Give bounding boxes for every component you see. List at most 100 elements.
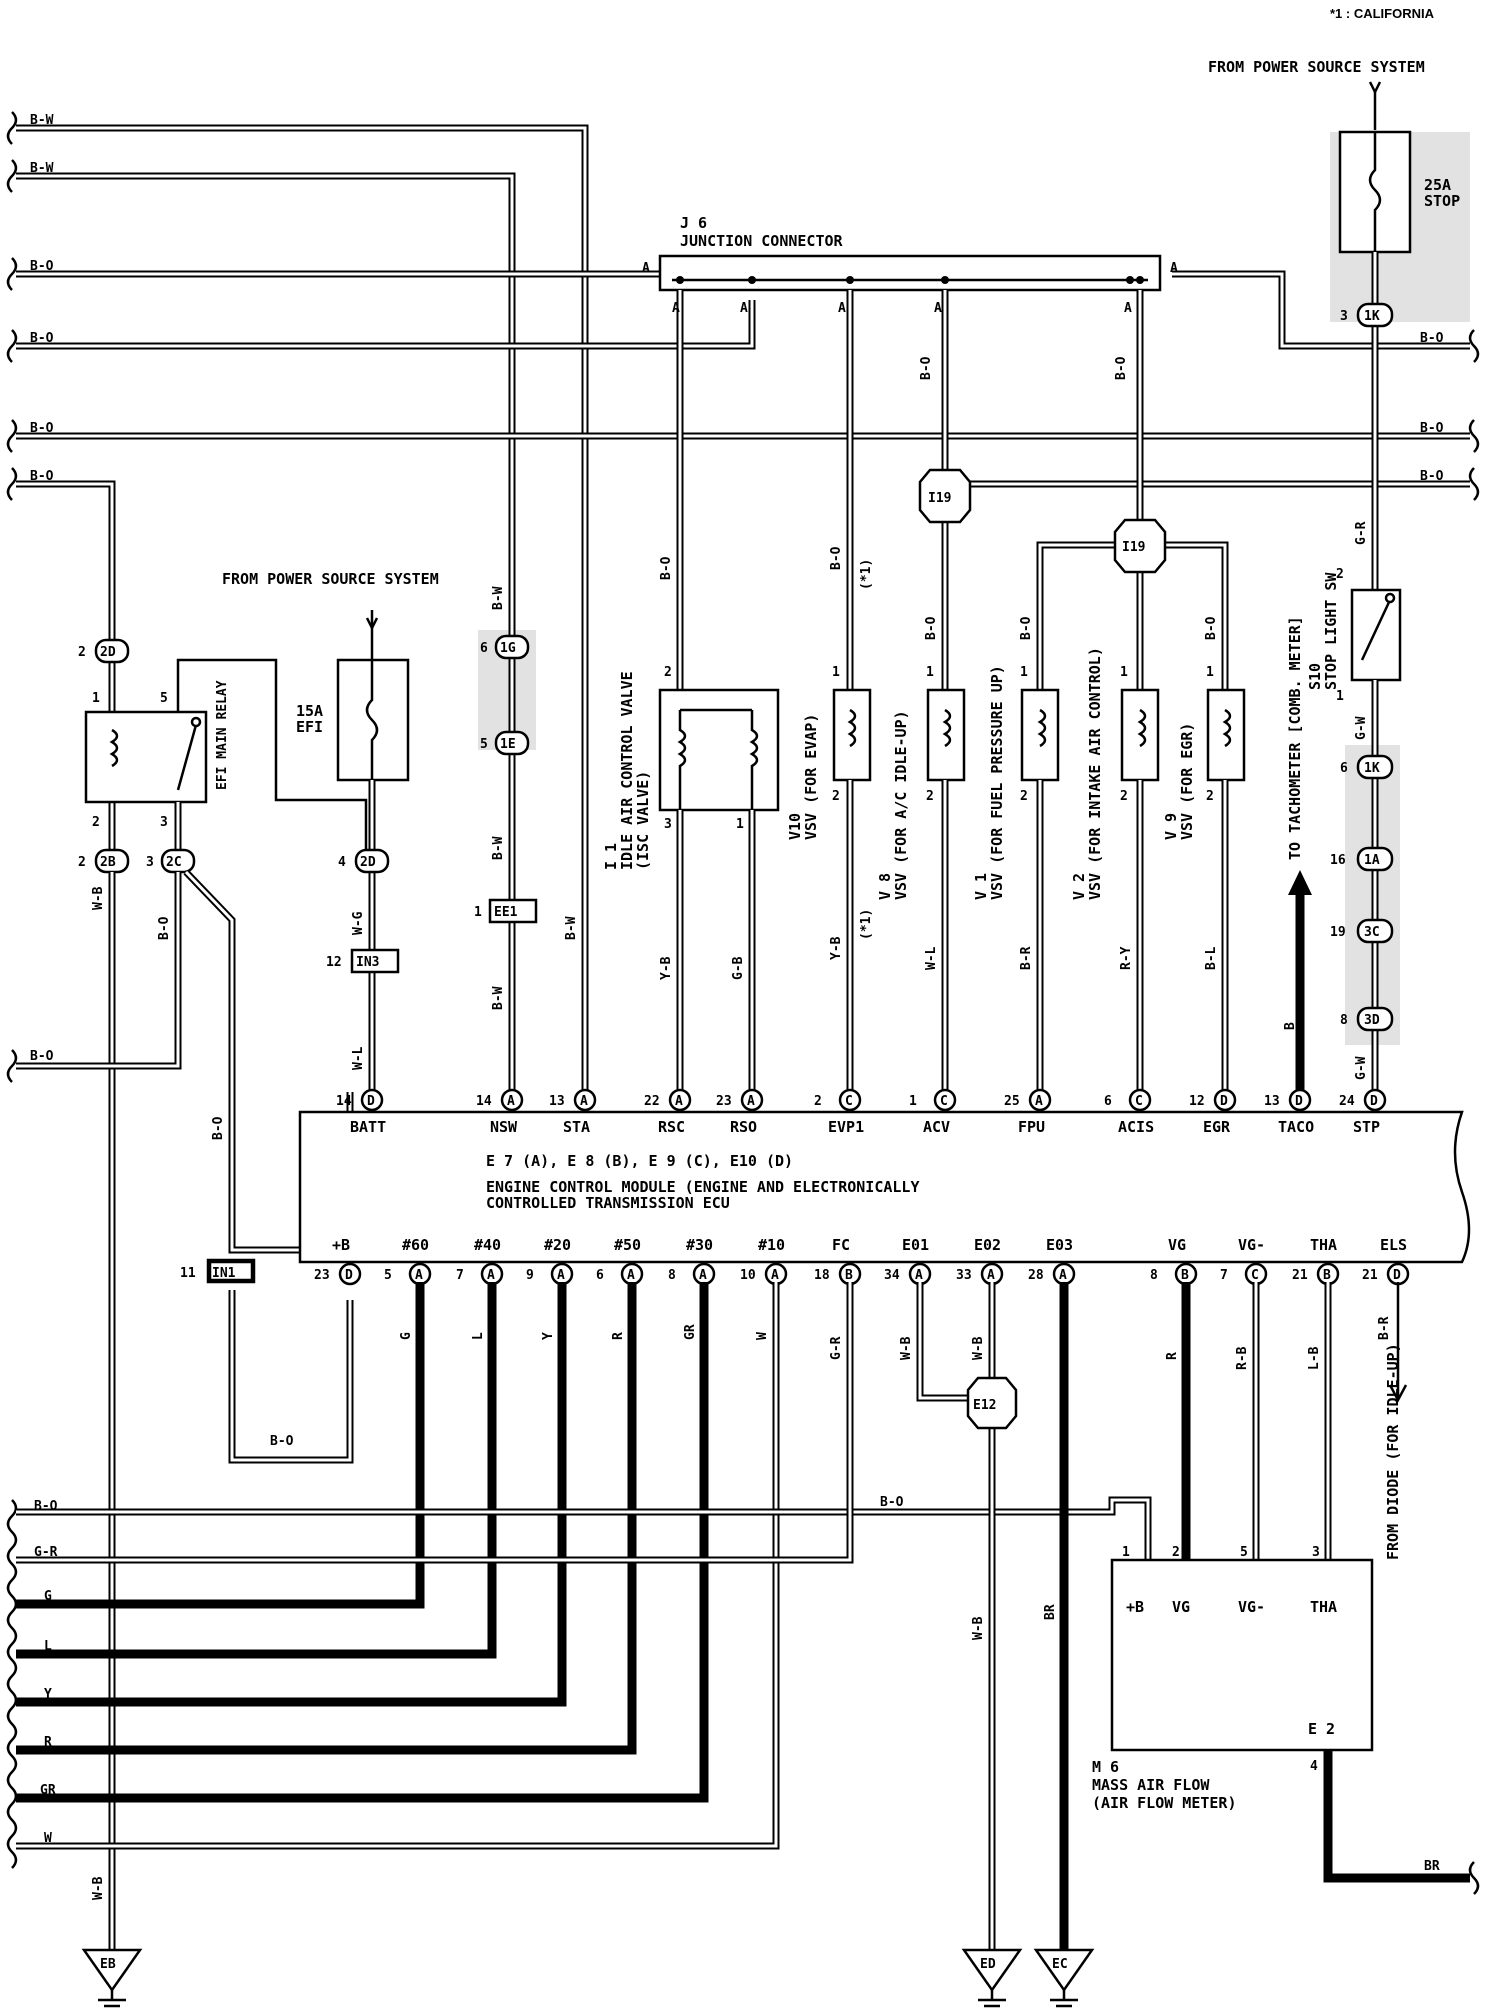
- svg-text:21: 21: [1292, 1268, 1308, 1283]
- wire-inj-w: [16, 1282, 780, 1850]
- svg-text:6: 6: [480, 641, 488, 656]
- svg-text:R: R: [611, 1332, 626, 1340]
- svg-text:1: 1: [832, 665, 840, 680]
- svg-text:B-O: B-O: [30, 259, 54, 274]
- svg-text:VG: VG: [1172, 1598, 1190, 1616]
- relay-name: EFI MAIN RELAY: [215, 680, 230, 790]
- s10-id: S10: [1306, 663, 1324, 690]
- svg-text:V10: V10: [786, 813, 804, 840]
- connector-3d: [1356, 1006, 1394, 1032]
- svg-text:24: 24: [1339, 1094, 1355, 1109]
- svg-text:W-B: W-B: [91, 1876, 106, 1900]
- connector-e12: [966, 1376, 1018, 1430]
- svg-text:R: R: [44, 1735, 52, 1750]
- isc-name: IDLE AIR CONTROL VALVE: [618, 671, 636, 870]
- wire-bo-2: [16, 300, 756, 350]
- california-note: *1 : CALIFORNIA: [1330, 6, 1435, 21]
- connector-3c: [1356, 918, 1394, 944]
- svg-text:16: 16: [1330, 853, 1346, 868]
- wire-inj-r: [16, 1282, 637, 1755]
- svg-text:B-O: B-O: [211, 1116, 226, 1140]
- svg-text:B-R: B-R: [1019, 946, 1034, 970]
- svg-text:+B: +B: [1126, 1598, 1144, 1616]
- svg-text:1A: 1A: [1364, 853, 1380, 868]
- svg-text:Y: Y: [44, 1687, 52, 1702]
- svg-text:15A: 15A: [296, 702, 323, 720]
- junction-connector: [658, 254, 1162, 292]
- svg-text:A: A: [1170, 261, 1178, 276]
- svg-text:1K: 1K: [1364, 309, 1380, 324]
- svg-text:G-R: G-R: [34, 1545, 58, 1560]
- svg-text:2D: 2D: [360, 855, 376, 870]
- svg-text:A: A: [507, 1094, 515, 1109]
- svg-text:D: D: [1220, 1094, 1228, 1109]
- svg-text:A: A: [675, 1094, 683, 1109]
- svg-text:B-O: B-O: [30, 469, 54, 484]
- svg-text:B-O: B-O: [1420, 421, 1444, 436]
- svg-text:EVP1: EVP1: [828, 1118, 864, 1136]
- isc-valve: [658, 688, 780, 812]
- svg-text:B-O: B-O: [1204, 616, 1219, 640]
- svg-text:25: 25: [1004, 1094, 1020, 1109]
- svg-text:A: A: [672, 301, 680, 316]
- svg-text:W-B: W-B: [91, 886, 106, 910]
- svg-text:14: 14: [476, 1094, 492, 1109]
- svg-text:B-O: B-O: [270, 1434, 294, 1449]
- svg-text:VSV (FOR A/C IDLE-UP): VSV (FOR A/C IDLE-UP): [892, 710, 910, 900]
- svg-text:EB: EB: [100, 1957, 116, 1972]
- svg-text:TACO: TACO: [1278, 1118, 1314, 1136]
- svg-text:A: A: [771, 1268, 779, 1283]
- svg-text:B-O: B-O: [1019, 616, 1034, 640]
- wire-inj-g: [16, 1282, 425, 1609]
- maf-id: M 6: [1092, 1758, 1119, 1776]
- svg-text:VSV (FOR EVAP): VSV (FOR EVAP): [802, 714, 820, 840]
- svg-text:EE1: EE1: [494, 905, 518, 920]
- svg-text:D: D: [367, 1094, 375, 1109]
- svg-text:R-B: R-B: [1235, 1346, 1250, 1370]
- ecm-line2: CONTROLLED TRANSMISSION ECU: [486, 1194, 730, 1212]
- svg-text:6: 6: [1104, 1094, 1112, 1109]
- svg-text:I19: I19: [1122, 540, 1145, 555]
- svg-text:2D: 2D: [100, 645, 116, 660]
- svg-text:B-O: B-O: [157, 916, 172, 940]
- svg-text:V 2: V 2: [1070, 873, 1088, 900]
- svg-text:W-B: W-B: [971, 1616, 986, 1640]
- connector-in1: [208, 1260, 254, 1282]
- vsv-v8: 1 2 B-O W-L V 8 VSV (FOR A/C IDLE-UP): [876, 616, 966, 1092]
- svg-text:5: 5: [1240, 1545, 1248, 1560]
- svg-text:4: 4: [338, 855, 346, 870]
- svg-text:C: C: [1251, 1268, 1259, 1283]
- connector-i19-b: [1113, 518, 1167, 574]
- svg-text:STOP: STOP: [1424, 192, 1460, 210]
- svg-text:5: 5: [160, 691, 168, 706]
- svg-text:Y-B: Y-B: [829, 936, 844, 960]
- svg-text:NSW: NSW: [490, 1118, 518, 1136]
- svg-text:B-O: B-O: [880, 1495, 904, 1510]
- svg-text:B-O: B-O: [1114, 356, 1129, 380]
- connector-i19-a: [918, 468, 972, 524]
- svg-text:A: A: [557, 1268, 565, 1283]
- svg-text:A: A: [915, 1268, 923, 1283]
- svg-text:6: 6: [596, 1268, 604, 1283]
- svg-text:ACV: ACV: [923, 1118, 950, 1136]
- svg-text:A: A: [1035, 1094, 1043, 1109]
- svg-text:A: A: [580, 1094, 588, 1109]
- svg-text:G: G: [399, 1332, 414, 1340]
- svg-text:B-O: B-O: [1420, 469, 1444, 484]
- svg-text:STA: STA: [563, 1118, 590, 1136]
- svg-text:V 8: V 8: [876, 873, 894, 900]
- svg-text:Y: Y: [541, 1332, 556, 1340]
- svg-text:E02: E02: [974, 1236, 1001, 1254]
- svg-text:7: 7: [1220, 1268, 1228, 1283]
- svg-text:VG-: VG-: [1238, 1236, 1265, 1254]
- svg-text:2: 2: [832, 789, 840, 804]
- svg-text:1: 1: [1120, 665, 1128, 680]
- svg-text:23: 23: [716, 1094, 732, 1109]
- svg-text:B-W: B-W: [491, 836, 506, 860]
- svg-text:B-W: B-W: [564, 916, 579, 940]
